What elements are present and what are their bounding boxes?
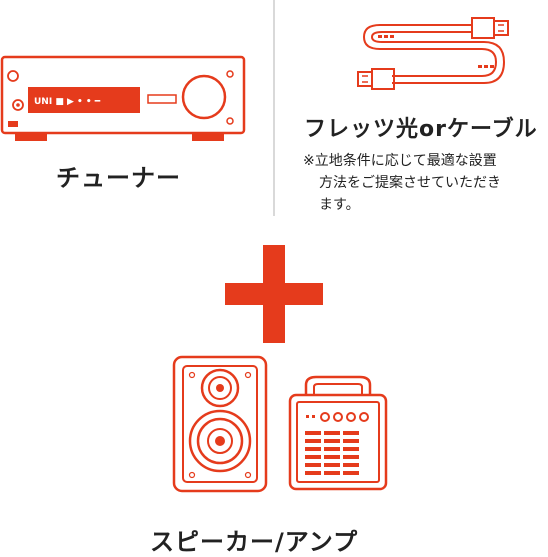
speaker-icon bbox=[172, 355, 268, 493]
vertical-divider bbox=[273, 0, 275, 216]
note-line-3: ます。 bbox=[319, 197, 360, 213]
plus-icon bbox=[225, 245, 323, 343]
tuner-display-text: UNI ■ ▶ • • ━ bbox=[34, 97, 101, 107]
installation-note: ※立地条件に応じて最適な設置 方法をご提案させていただき ます。 bbox=[303, 150, 548, 216]
speaker-amp-label: スピーカー/アンプ bbox=[150, 528, 359, 556]
amplifier-icon bbox=[288, 375, 388, 491]
note-line-2: 方法をご提案させていただき bbox=[319, 175, 501, 191]
tuner-icon: UNI ■ ▶ • • ━ bbox=[0, 55, 246, 141]
tuner-label: チューナー bbox=[56, 164, 181, 192]
cable-icon bbox=[357, 17, 509, 90]
fiber-label: フレッツ光orケーブル bbox=[304, 117, 538, 142]
note-line-1: ※立地条件に応じて最適な設置 bbox=[303, 153, 497, 169]
